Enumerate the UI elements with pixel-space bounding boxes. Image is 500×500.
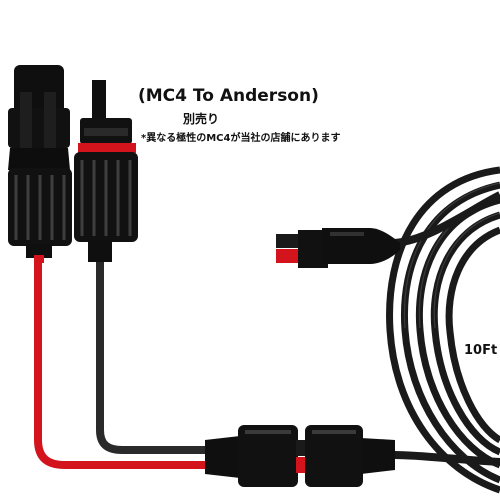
anderson-connector-bottom [205,425,395,487]
caption-subtitle: 別売り [183,112,220,126]
anderson-connector-top [276,228,400,268]
caption-title: (MC4 To Anderson) [138,86,319,106]
cable-length-label: 10Ft [464,343,498,358]
mc4-connector-right [74,80,138,262]
mc4-connector-left [8,65,72,263]
caption-note: *異なる極性のMC4が当社の店舗にあります [141,133,341,144]
coiled-cable [386,166,500,494]
